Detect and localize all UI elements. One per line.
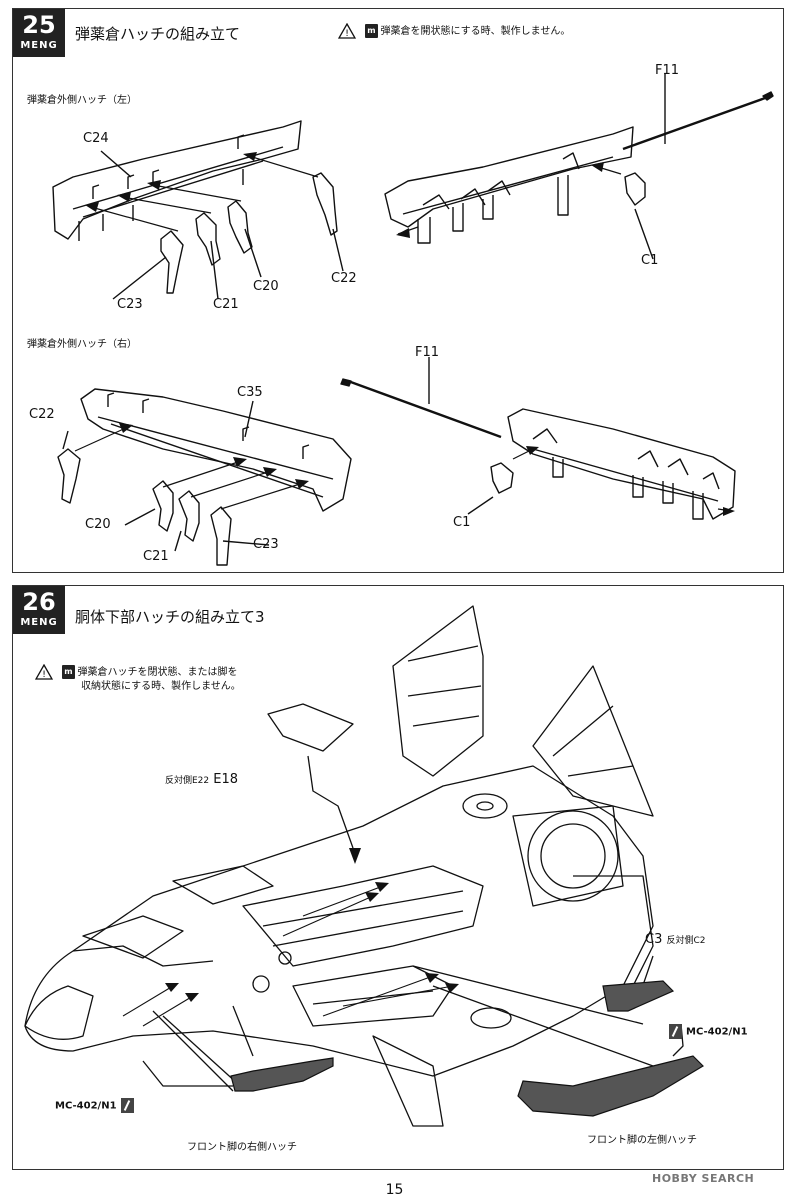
part-label-e18: 反対側E22 E18 <box>165 772 238 787</box>
part-label-c22: C22 <box>331 271 357 286</box>
part-e18 <box>267 703 354 752</box>
paint-code-text-left: MC-402/N1 <box>55 1100 117 1112</box>
hatch-part-c24 <box>52 120 302 240</box>
paint-code-left: MC-402/N1 <box>55 1098 134 1113</box>
opposite-part-c2: 反対側C2 <box>666 936 706 946</box>
step-title: 胴体下部ハッチの組み立て3 <box>75 608 265 626</box>
right-front-gear-hatch-label: フロント脚の右側ハッチ <box>187 1142 297 1153</box>
part-label-c20: C20 <box>253 279 279 294</box>
mode-badge: m <box>365 24 378 38</box>
part-c20-right <box>152 480 174 532</box>
part-c21 <box>195 212 221 266</box>
step-badge: 25 MENG <box>13 9 65 57</box>
svg-text:!: ! <box>42 670 46 680</box>
step-number: 25 <box>22 11 56 39</box>
part-c22-right <box>57 448 81 504</box>
step-title: 弾薬倉ハッチの組み立て <box>75 25 241 43</box>
part-label-c20-right: C20 <box>85 517 111 532</box>
part-c1 <box>624 172 646 206</box>
right-hatch-section-label: 弾薬倉外側ハッチ（右） <box>27 339 137 350</box>
paint-code-text: MC-402/N1 <box>686 1026 748 1038</box>
ventral-fin <box>372 1035 444 1127</box>
brush-icon <box>120 1098 134 1113</box>
opposite-part-e22: 反対側E22 <box>165 776 210 786</box>
part-c21-right <box>178 490 200 542</box>
part-label-c23: C23 <box>117 297 143 312</box>
part-c23 <box>160 230 184 294</box>
part-label-c1-right: C1 <box>453 515 471 530</box>
left-front-gear-hatch <box>517 1055 704 1117</box>
step-number: 26 <box>22 588 56 616</box>
warning-line-2: 収納状態にする時、製作しません。 <box>81 681 241 692</box>
rod-f11-right <box>347 379 502 439</box>
brand-logo: MENG <box>20 40 58 51</box>
part-label-c35: C35 <box>237 385 263 400</box>
part-label-c23-right: C23 <box>253 537 279 552</box>
watermark: HOBBY SEARCH <box>652 1172 755 1185</box>
warning-triangle-icon: ! <box>35 664 53 680</box>
rod-f11 <box>622 95 769 151</box>
hatch-part-c35 <box>80 388 352 512</box>
left-front-gear-hatch-label: フロント脚の左側ハッチ <box>587 1135 697 1146</box>
part-c3-code: C3 <box>645 932 663 947</box>
part-label-c3: C3 反対側C2 <box>645 932 706 947</box>
right-front-gear-hatch <box>230 1057 334 1092</box>
left-hatch-section-label: 弾薬倉外側ハッチ（左） <box>27 95 137 106</box>
vertical-tail-left <box>392 605 484 777</box>
warning-text: 弾薬倉を開状態にする時、製作しません。 <box>380 26 571 37</box>
part-c22 <box>312 172 338 236</box>
part-label-c21-right: C21 <box>143 549 169 564</box>
page-number: 15 <box>385 1182 404 1198</box>
part-label-c21: C21 <box>213 297 239 312</box>
vertical-tail-right <box>532 665 654 817</box>
brush-icon <box>669 1024 682 1039</box>
step-26-fuselage-drawing <box>24 605 704 1127</box>
svg-text:!: ! <box>345 29 349 39</box>
part-label-c1: C1 <box>641 253 659 268</box>
fuselage-outline <box>24 765 654 1077</box>
hatch-assembled-left <box>384 126 634 228</box>
warning-line-1: 弾薬倉ハッチを閉状態、または脚を <box>77 667 238 678</box>
part-c3 <box>602 980 675 1012</box>
part-label-c22-right: C22 <box>29 407 55 422</box>
part-c23-right <box>210 506 232 566</box>
part-label-c24: C24 <box>83 131 109 146</box>
paint-code-right: MC-402/N1 <box>669 1024 748 1039</box>
hatch-assembled-right <box>507 408 736 520</box>
part-label-f11-right: F11 <box>415 345 440 360</box>
step-25-assembly-drawing <box>52 73 774 566</box>
mode-badge: m <box>62 665 75 679</box>
part-label-f11: F11 <box>655 63 680 78</box>
step-badge: 26 MENG <box>13 586 65 634</box>
part-c20 <box>227 200 253 254</box>
brand-logo: MENG <box>20 617 58 628</box>
part-e18-code: E18 <box>213 772 239 787</box>
warning-triangle-icon: ! <box>338 23 356 39</box>
part-c1-right <box>490 462 514 494</box>
